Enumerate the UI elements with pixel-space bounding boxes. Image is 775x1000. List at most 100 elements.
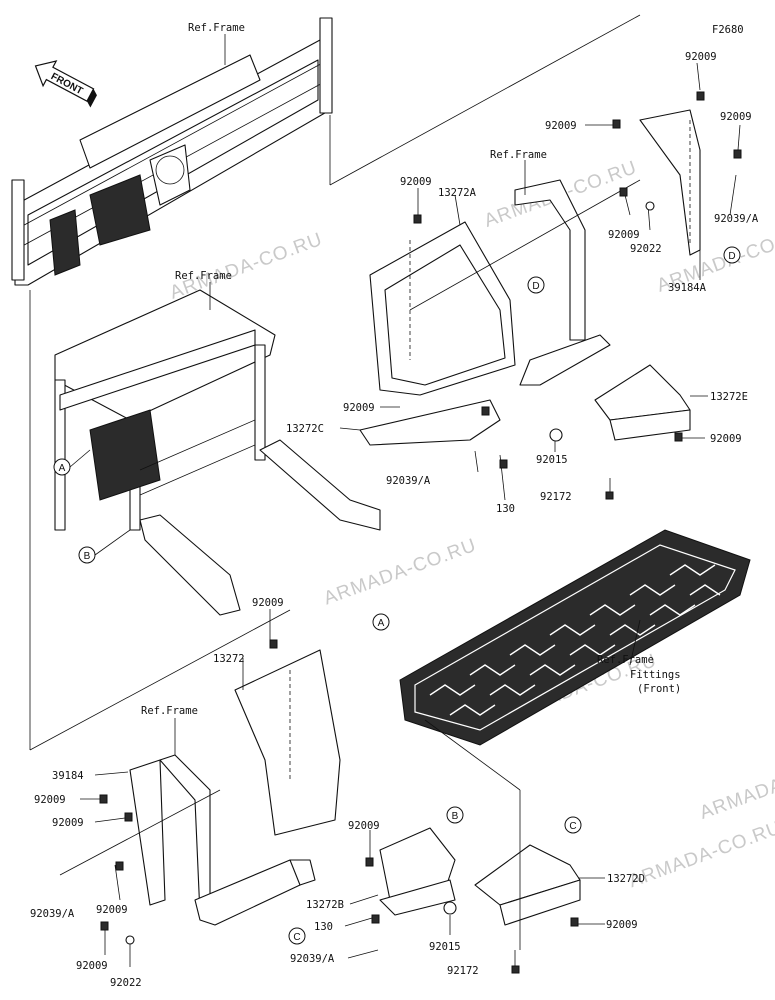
part-number-92009: 92009 <box>685 51 717 63</box>
part-number-92039a: 92039/A <box>714 213 759 225</box>
washer-92022 <box>645 201 655 211</box>
bolt-92009 <box>570 917 579 927</box>
part-number-92009: 92009 <box>348 820 380 832</box>
bolt-92009 <box>100 921 109 931</box>
ref-frame-fittings-label: Fittings <box>630 669 681 681</box>
bolt-92009 <box>124 812 133 822</box>
callout-b-upper: B <box>78 546 96 564</box>
callout-c-lower-left: C <box>288 927 306 945</box>
panel-13272a <box>369 221 516 396</box>
part-number-13272b: 13272B <box>306 899 344 911</box>
watermark-4: ARMADA-CO.RU <box>321 535 479 610</box>
part-number-92015: 92015 <box>536 454 568 466</box>
watermark-7: ARMADA-CO.RU <box>697 749 775 824</box>
watermark-1: ARMADA-CO.RU <box>167 229 325 304</box>
ref-frame-label: Ref.Frame <box>141 705 198 717</box>
front-arrow-icon: FRONT <box>34 60 97 108</box>
part-number-13272e: 13272E <box>710 391 748 403</box>
part-number-92015: 92015 <box>429 941 461 953</box>
bolt-92009 <box>481 406 490 416</box>
part-number-92009: 92009 <box>545 120 577 132</box>
bolt-92009 <box>413 214 422 224</box>
ref-frame-fittings-label: (Front) <box>637 683 681 695</box>
part-number-92009: 92009 <box>400 176 432 188</box>
part-number-92039a: 92039/A <box>386 475 431 487</box>
bolt-130 <box>371 914 380 924</box>
bolt-92172 <box>511 965 520 974</box>
callout-a-lower: A <box>372 613 390 631</box>
part-number-13272d: 13272D <box>607 873 645 885</box>
part-labels: F2680 Ref.Frame Ref.Frame Ref.Frame Ref.… <box>30 22 759 989</box>
part-number-92172: 92172 <box>447 965 479 977</box>
bolt-92009 <box>733 149 742 159</box>
part-number-92009: 92009 <box>96 904 128 916</box>
grommet-92015 <box>443 901 457 915</box>
part-number-92009: 92009 <box>720 111 752 123</box>
bolt-92009 <box>696 91 705 101</box>
panel-13272b <box>379 827 456 916</box>
part-39184a <box>639 109 701 256</box>
svg-text:B: B <box>84 551 91 562</box>
part-number-92009: 92009 <box>606 919 638 931</box>
bolt-92009 <box>619 187 628 197</box>
part-number-39184a: 39184A <box>668 282 707 294</box>
bolt-92009 <box>269 639 278 649</box>
bolt-92009 <box>115 861 124 871</box>
bolt-130 <box>499 459 508 469</box>
part-number-92009: 92009 <box>52 817 84 829</box>
ref-frame-label: Ref.Frame <box>188 22 245 34</box>
bolt-92172 <box>605 491 614 500</box>
ref-frame-fittings-label: Ref.Frame <box>597 654 654 666</box>
washer-92022 <box>125 935 135 945</box>
bolt-92009 <box>612 119 621 129</box>
part-number-92009: 92009 <box>34 794 66 806</box>
part-number-92009: 92009 <box>76 960 108 972</box>
part-number-92022: 92022 <box>630 243 662 255</box>
bracket-d-upper <box>514 179 611 386</box>
part-number-39184: 39184 <box>52 770 84 782</box>
svg-text:C: C <box>293 932 300 943</box>
callout-a-upper: A <box>53 458 71 476</box>
part-number-13272c: 13272C <box>286 423 324 435</box>
panel-13272c <box>359 399 501 446</box>
part-number-92022: 92022 <box>110 977 142 989</box>
part-number-92039a: 92039/A <box>30 908 75 920</box>
callout-d-right: D <box>723 246 741 264</box>
part-number-13272a: 13272A <box>438 187 477 199</box>
svg-text:D: D <box>728 251 735 262</box>
svg-text:A: A <box>59 463 66 474</box>
watermark-6: ARMADA-CO.RU <box>626 817 775 892</box>
ref-frame-label: Ref.Frame <box>490 149 547 161</box>
part-number-92009: 92009 <box>710 433 742 445</box>
svg-text:A: A <box>378 618 385 629</box>
bolt-92009 <box>99 794 108 804</box>
callout-b-lower: B <box>446 806 464 824</box>
floor-mat <box>399 529 751 746</box>
ref-frame-label: Ref.Frame <box>175 270 232 282</box>
callout-d-middle: D <box>527 276 545 294</box>
chassis-frame <box>54 289 381 616</box>
part-number-130: 130 <box>496 503 515 515</box>
hardware <box>99 91 742 974</box>
part-number-130: 130 <box>314 921 333 933</box>
part-number-92009: 92009 <box>608 229 640 241</box>
diagram-code: F2680 <box>712 24 744 36</box>
part-number-92172: 92172 <box>540 491 572 503</box>
panel-13272d <box>474 844 581 926</box>
svg-text:B: B <box>452 811 459 822</box>
part-number-92009: 92009 <box>252 597 284 609</box>
bolt-92009 <box>365 857 374 867</box>
leader-lines <box>29 14 741 968</box>
upper-frame <box>11 17 333 286</box>
part-number-92039a: 92039/A <box>290 953 335 965</box>
part-number-13272: 13272 <box>213 653 245 665</box>
callout-c-lower-right: C <box>564 816 582 834</box>
grommet-92015 <box>549 428 563 442</box>
svg-text:C: C <box>569 821 576 832</box>
svg-text:D: D <box>532 281 539 292</box>
panel-13272e <box>594 364 691 441</box>
bolt-92009 <box>674 432 683 442</box>
part-number-92009: 92009 <box>343 402 375 414</box>
panel-13272 <box>234 649 341 836</box>
